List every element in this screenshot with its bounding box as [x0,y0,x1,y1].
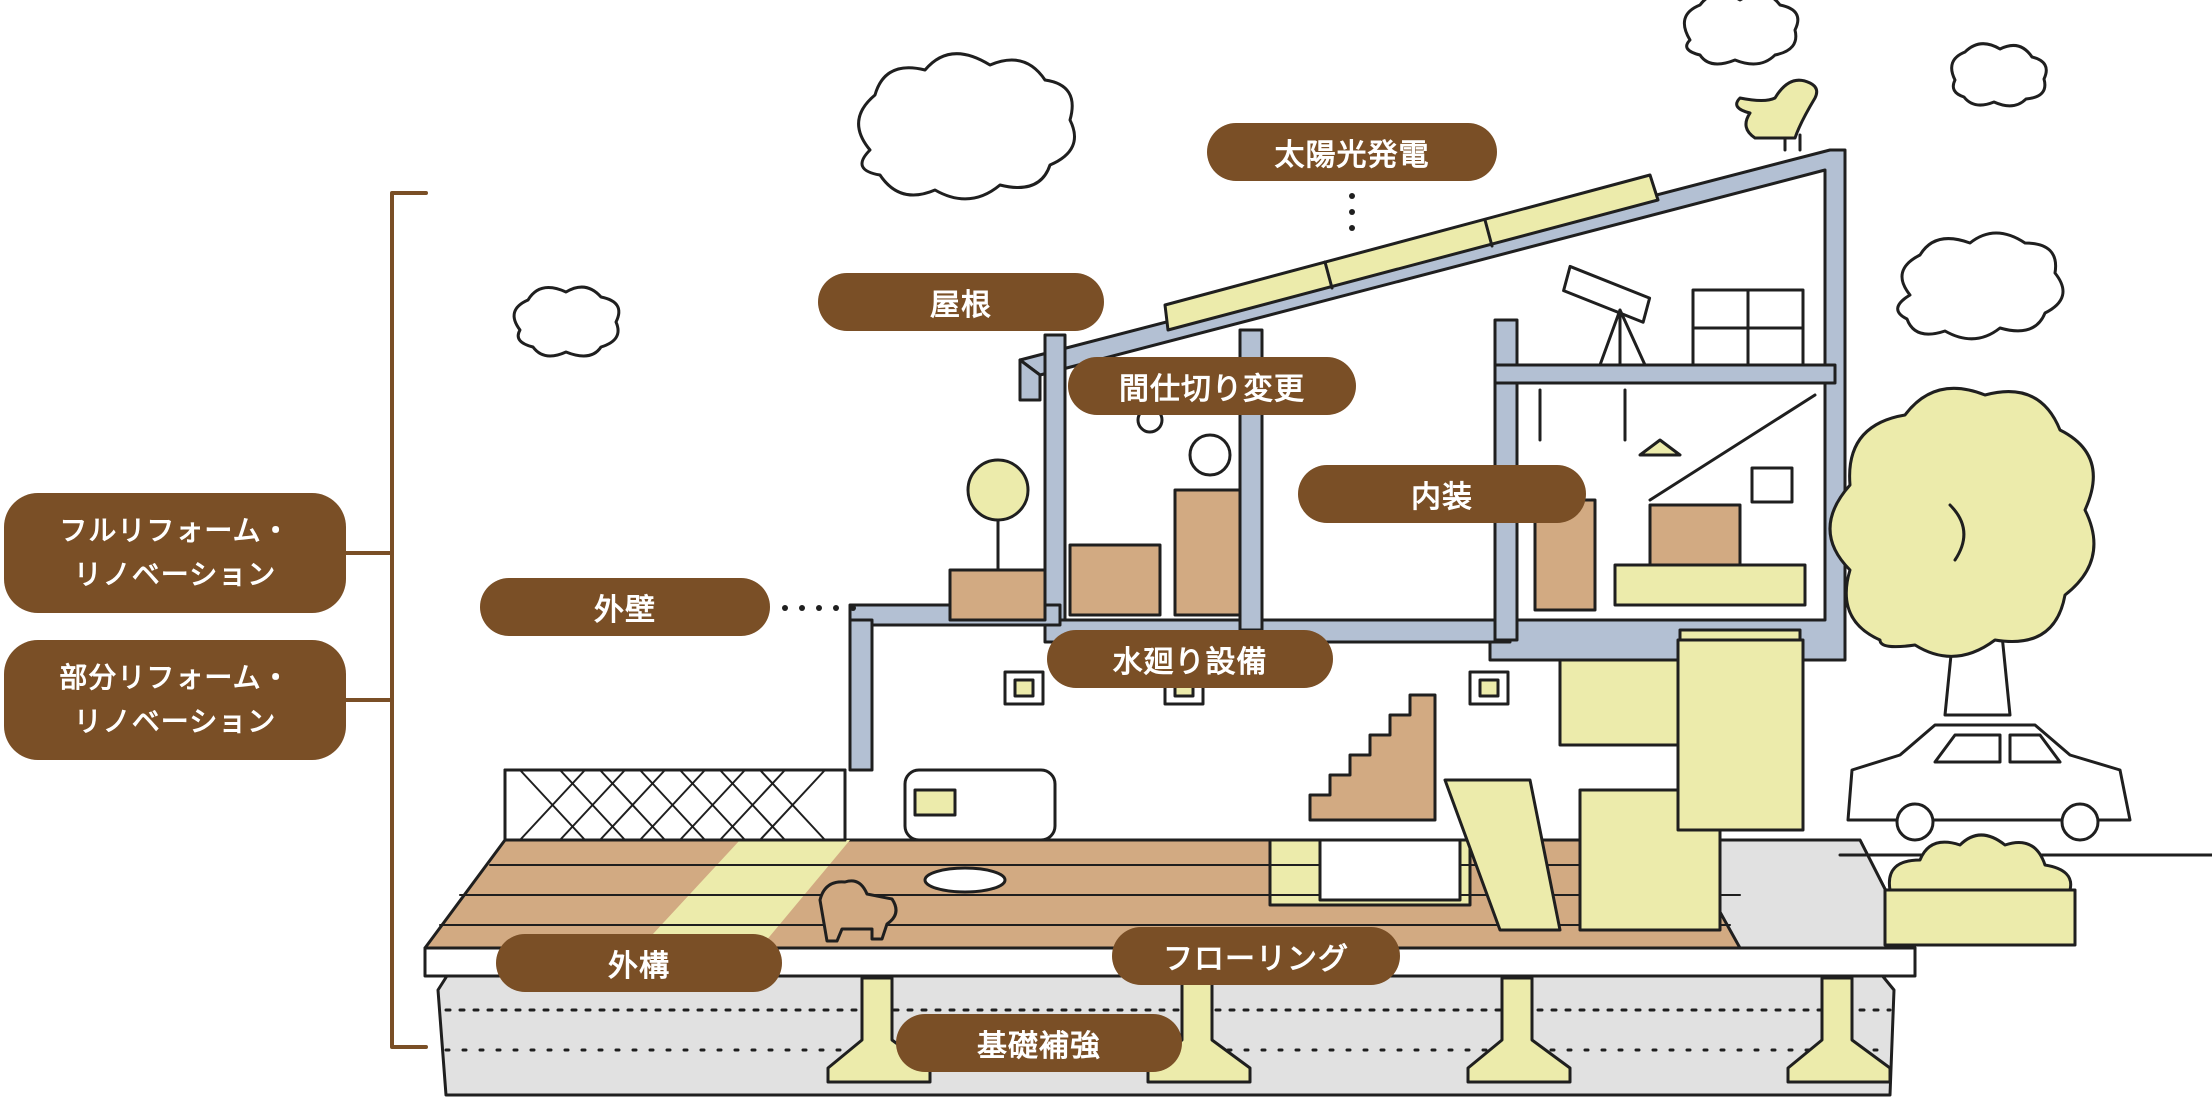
category-full-renovation: フルリフォーム・ リノベーション [4,493,346,613]
cloud-icon [512,285,621,358]
label-foundation: 基礎補強 [896,1014,1182,1072]
solar-panel [1163,173,1660,332]
bird-icon [1735,78,1819,152]
balcony-plants [948,458,1047,622]
category-partial-renovation: 部分リフォーム・ リノベーション [4,640,346,760]
tree-icon [1828,386,2096,717]
cloud-icon [1896,231,2065,341]
dog-icon [818,879,898,943]
label-roof: 屋根 [818,273,1104,331]
storage-drawers [1691,288,1805,367]
category-line: 部分リフォーム・ [59,661,291,694]
label-exterior-works: 外構 [496,934,782,992]
deck-fence [503,768,847,842]
car-icon [1838,723,2212,857]
label-interior: 内装 [1298,465,1586,523]
category-line: フルリフォーム・ [59,514,291,547]
label-solar: 太陽光発電 [1207,123,1497,181]
label-water: 水廻り設備 [1047,630,1333,688]
brick-wall [1676,638,1805,832]
stairs [1308,693,1437,822]
telescope-icon [1562,264,1652,367]
cloud-icon [1682,0,1800,66]
cloud-icon [1950,42,2048,108]
cloud-icon [857,52,1076,201]
label-leader-lines [782,193,1355,611]
study-room [1068,406,1242,617]
category-line: リノベーション [73,558,277,591]
label-flooring: フローリング [1112,927,1400,985]
category-bracket [344,191,428,1049]
sofa [903,768,1057,894]
bush-icon [1883,833,2077,947]
label-partition: 間仕切り変更 [1068,357,1356,415]
label-exterior-wall: 外壁 [480,578,770,636]
category-line: リノベーション [73,705,277,738]
